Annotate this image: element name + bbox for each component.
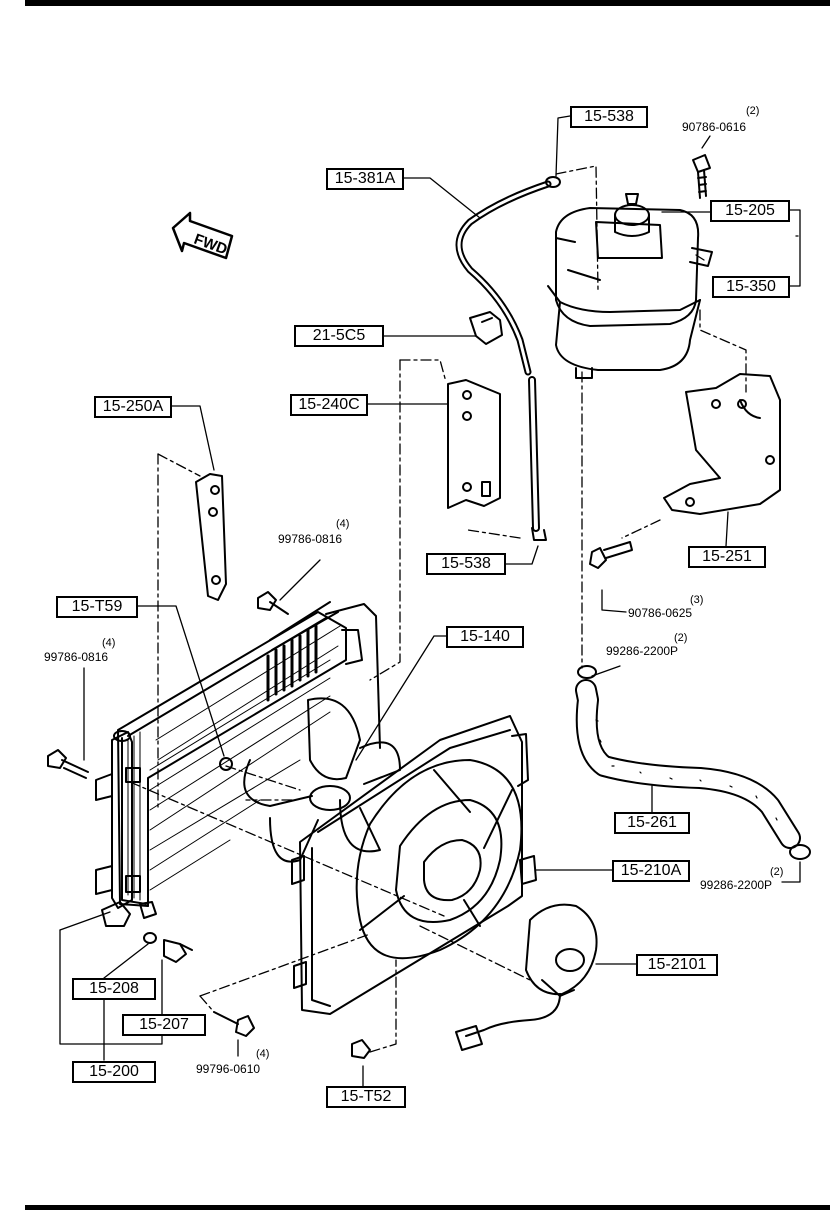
qty-90786-0616: (2) (746, 105, 760, 117)
callout-15-250a: 15-250A (94, 396, 172, 418)
part-99796-0610: 99796-0610 (196, 1062, 261, 1076)
bracket-15-251 (663, 373, 781, 515)
qty-99286-2200p-lower: (2) (770, 866, 784, 878)
tank-bolt (692, 154, 711, 199)
callout-15-t59: 15-T59 (56, 596, 138, 618)
shroud-bolt (213, 1011, 255, 1037)
callout-15-538-top: 15-538 (570, 106, 648, 128)
bracket-bolt (589, 541, 633, 569)
callout-15-208: 15-208 (72, 978, 156, 1000)
qty-99796-0610: (4) (256, 1048, 270, 1060)
callout-15-140: 15-140 (446, 626, 524, 648)
radiator-bolt-left (47, 749, 89, 779)
part-99286-2200p-lower: 99286-2200P (700, 878, 773, 892)
qty-99786-0816-upper: (4) (336, 518, 350, 530)
part-90786-0616: 90786-0616 (682, 120, 747, 134)
part-99286-2200p-upper: 99286-2200P (606, 644, 679, 658)
callout-15-200: 15-200 (72, 1061, 156, 1083)
part-99786-0816-left: 99786-0816 (44, 650, 109, 664)
callout-15-t52: 15-T52 (326, 1086, 406, 1108)
qty-99786-0816-left: (4) (102, 637, 116, 649)
fan-shroud (291, 715, 537, 1015)
callout-15-381a: 15-381A (326, 168, 404, 190)
callout-15-538-lower: 15-538 (426, 553, 506, 575)
callout-15-251: 15-251 (688, 546, 766, 568)
fan-motor (455, 903, 598, 1051)
part-99786-0816-upper: 99786-0816 (278, 532, 343, 546)
radiator-bolt-upper (257, 591, 289, 615)
callout-15-2101: 15-2101 (636, 954, 718, 976)
callout-15-207: 15-207 (122, 1014, 206, 1036)
callout-15-205: 15-205 (710, 200, 790, 222)
top-border-rule (25, 0, 830, 6)
overflow-hose (455, 176, 561, 541)
callout-15-350: 15-350 (712, 276, 790, 298)
callout-21-5c5: 21-5C5 (294, 325, 384, 347)
radiator-condenser (95, 601, 381, 927)
fwd-label: FWD (192, 231, 230, 259)
callout-15-210a: 15-210A (612, 860, 690, 882)
fwd-arrow-icon: FWD (171, 211, 234, 260)
bracket-15-240c (447, 379, 501, 509)
bottom-border-rule (25, 1205, 830, 1210)
hose-clip (469, 311, 503, 345)
coolant-reserve-tank (547, 193, 713, 379)
part-90786-0625: 90786-0625 (628, 606, 693, 620)
shroud-nut (351, 1039, 371, 1059)
drain-plug (143, 932, 193, 963)
callout-15-240c: 15-240C (290, 394, 368, 416)
bracket-15-250a (195, 473, 227, 601)
radiator-cap-fitting (219, 757, 233, 771)
qty-99286-2200p-upper: (2) (674, 632, 688, 644)
qty-90786-0625: (3) (690, 594, 704, 606)
radiator-hose (575, 665, 811, 860)
callout-15-261: 15-261 (614, 812, 690, 834)
